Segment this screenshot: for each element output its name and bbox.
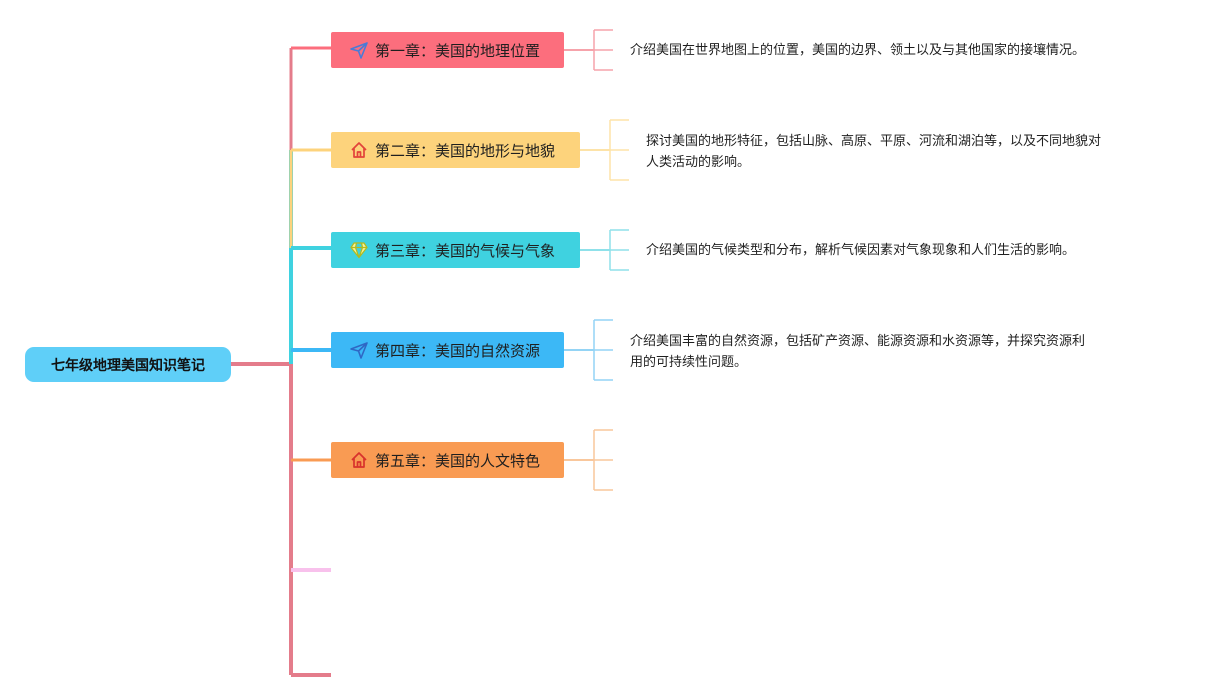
chapter-1-node[interactable]: 第一章：美国的地理位置 xyxy=(331,32,564,68)
chapter-5-node[interactable]: 第五章：美国的人文特色 xyxy=(331,442,564,478)
root-topic-label: 七年级地理美国知识笔记 xyxy=(51,357,205,374)
diamond-icon xyxy=(349,240,369,260)
chapter-2-node[interactable]: 第二章：美国的地形与地貌 xyxy=(331,132,580,168)
chapter-4-label: 第四章：美国的自然资源 xyxy=(375,341,541,360)
root-topic[interactable]: 七年级地理美国知识笔记 xyxy=(25,347,231,382)
paper-plane-icon xyxy=(349,40,369,60)
description-line: 人类活动的影响。 xyxy=(646,155,751,170)
chapter-3-description[interactable]: 介绍美国的气候类型和分布，解析气候因素对气象现象和人们生活的影响。 xyxy=(646,240,1166,261)
chapter-2-description[interactable]: 探讨美国的地形特征，包括山脉、高原、平原、河流和湖泊等，以及不同地貌对 人类活动… xyxy=(646,131,1166,173)
chapter-2-label: 第二章：美国的地形与地貌 xyxy=(375,141,556,160)
house-icon xyxy=(349,140,369,160)
description-line: 介绍美国丰富的自然资源，包括矿产资源、能源资源和水资源等，并探究资源利 xyxy=(630,334,1086,349)
chapter-5-label: 第五章：美国的人文特色 xyxy=(375,451,541,470)
chapter-1-description[interactable]: 介绍美国在世界地图上的位置，美国的边界、领土以及与其他国家的接壤情况。 xyxy=(630,40,1150,61)
chapter-3-node[interactable]: 第三章：美国的气候与气象 xyxy=(331,232,580,268)
description-line: 介绍美国在世界地图上的位置，美国的边界、领土以及与其他国家的接壤情况。 xyxy=(630,43,1086,58)
chapter-4-node[interactable]: 第四章：美国的自然资源 xyxy=(331,332,564,368)
chapter-3-label: 第三章：美国的气候与气象 xyxy=(375,241,556,260)
chapter-4-description[interactable]: 介绍美国丰富的自然资源，包括矿产资源、能源资源和水资源等，并探究资源利 用的可持… xyxy=(630,331,1150,373)
description-line: 探讨美国的地形特征，包括山脉、高原、平原、河流和湖泊等，以及不同地貌对 xyxy=(646,134,1102,149)
description-line: 用的可持续性问题。 xyxy=(630,355,748,370)
description-line: 介绍美国的气候类型和分布，解析气候因素对气象现象和人们生活的影响。 xyxy=(646,243,1076,258)
paper-plane-icon xyxy=(349,340,369,360)
house-icon xyxy=(349,450,369,470)
chapter-1-label: 第一章：美国的地理位置 xyxy=(375,41,541,60)
